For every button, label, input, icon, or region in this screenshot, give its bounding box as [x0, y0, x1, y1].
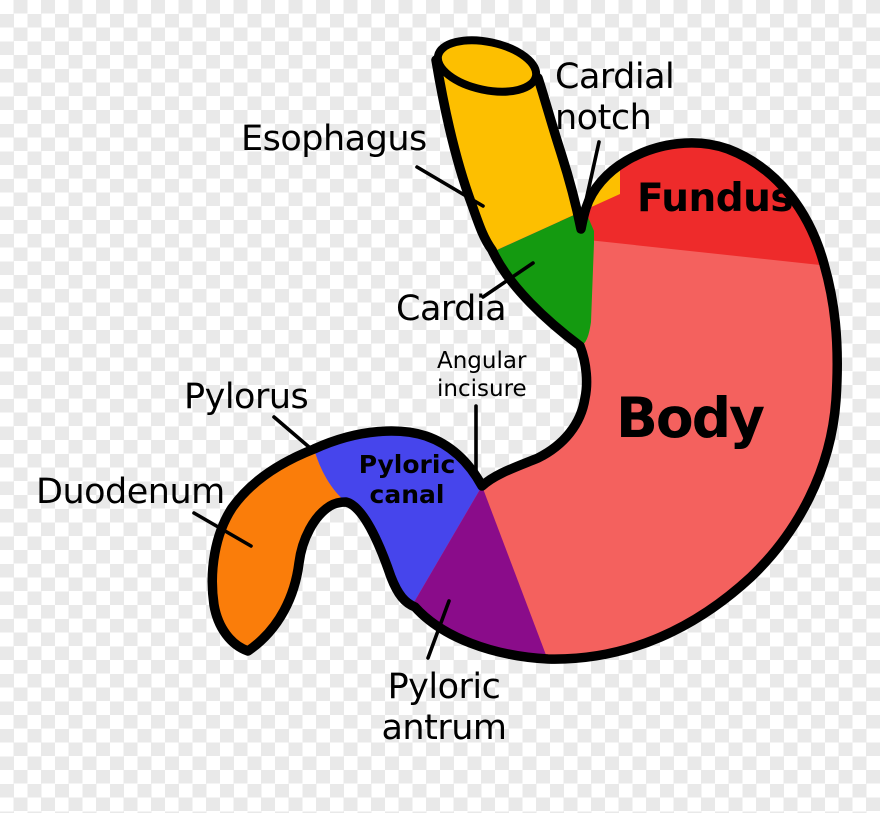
pylorus-label: Pylorus [184, 377, 309, 417]
cardia-pointer-line [481, 261, 535, 299]
pyloric-antrum-label: Pyloric antrum [381, 667, 507, 748]
pointer-lines [192, 140, 601, 660]
duodenum-pointer-line [192, 511, 253, 548]
cardial-notch-pointer-line [579, 140, 601, 225]
esophagus-opening [433, 36, 541, 96]
cardia-region [492, 210, 594, 346]
esophagus-pointer-line [415, 165, 485, 208]
esophagus-label: Esophagus [241, 119, 427, 159]
pyloric-canal-label: Pyloric canal [358, 450, 456, 509]
duodenum-region [212, 449, 346, 651]
pyloric-antrum-pointer-line [426, 599, 451, 660]
pyloric-canal-region [314, 431, 482, 604]
cardia-label: Cardia [396, 289, 507, 329]
pyloric-antrum-region [413, 486, 546, 658]
pylorus-pointer-line [272, 415, 311, 449]
duodenum-label: Duodenum [36, 472, 225, 512]
body-label: Body [616, 386, 765, 450]
fundus-label: Fundus [637, 176, 794, 221]
angular-incisure-label: Angular incisure [437, 348, 527, 402]
cardial-notch-label: Cardial notch [555, 57, 675, 138]
